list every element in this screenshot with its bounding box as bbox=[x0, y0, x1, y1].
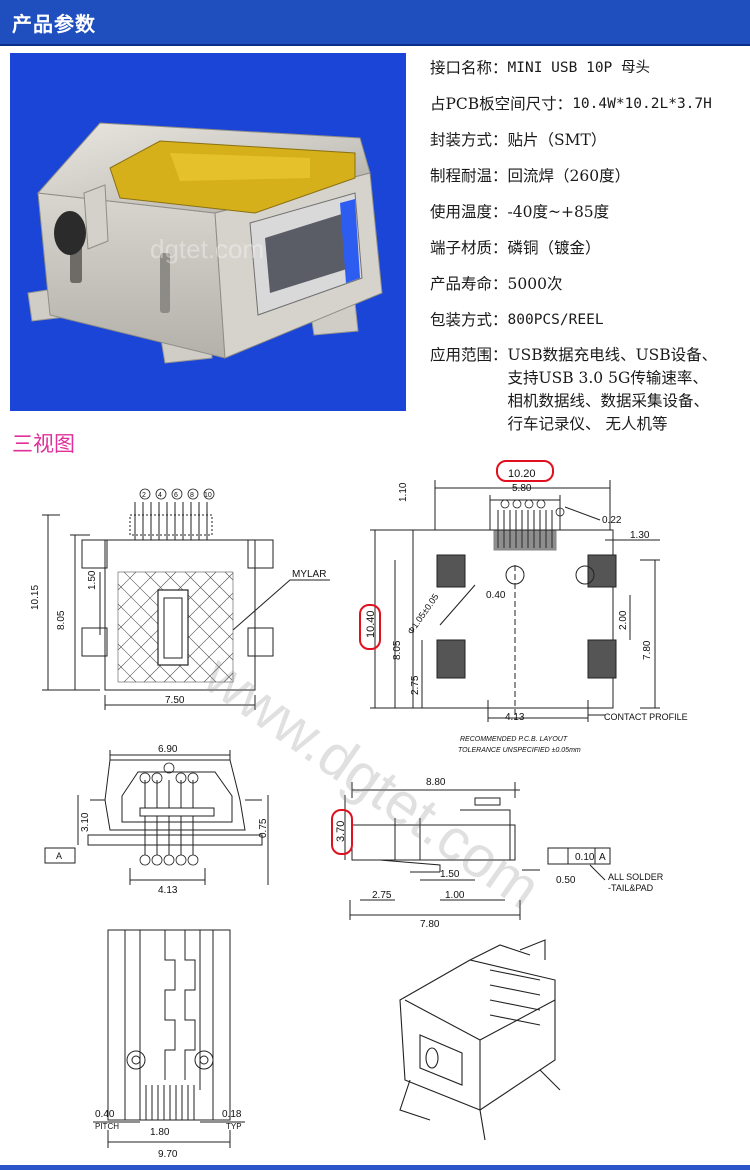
side-note-1: ALL SOLDER bbox=[608, 872, 664, 882]
dim-side-a: 1.50 bbox=[440, 869, 460, 880]
drawing-watermark: www.dgtet.com bbox=[192, 642, 552, 921]
dim-side-c: 1.00 bbox=[445, 890, 465, 901]
dim-side-length: 8.80 bbox=[426, 777, 446, 788]
end-view bbox=[44, 750, 269, 885]
pcb-note-2: TOLERANCE UNSPECIFIED ±0.05mm bbox=[458, 747, 581, 754]
svg-text:2: 2 bbox=[142, 492, 146, 499]
footer-line bbox=[0, 1165, 750, 1170]
highlight-height bbox=[359, 604, 381, 650]
pcb-layout-view bbox=[370, 480, 660, 722]
dim-front-inner: 8.05 bbox=[56, 610, 67, 630]
svg-text:10: 10 bbox=[204, 492, 212, 499]
technical-drawing: 10.15 8.05 1.50 7.50 MYLAR 2 4 6 8 10 10… bbox=[30, 460, 688, 1160]
photo-watermark: dgtet.com bbox=[150, 234, 264, 264]
dim-pcb-side: 1.30 bbox=[630, 530, 650, 541]
highlight-width bbox=[496, 460, 554, 482]
dim-pcb-hole: Φ1.05±0.05 bbox=[405, 592, 440, 636]
side-view bbox=[344, 782, 611, 920]
header-bar: 产品参数 bbox=[0, 0, 750, 46]
flatness-datum: A bbox=[599, 852, 606, 863]
spec-row: 产品寿命： 5000次 bbox=[430, 275, 563, 293]
header-title: 产品参数 bbox=[12, 12, 96, 36]
dim-pcb-center: 4.13 bbox=[505, 712, 525, 723]
dim-front-width: 7.50 bbox=[165, 695, 185, 706]
dim-front-upper: 1.50 bbox=[87, 570, 98, 590]
spec-row: 接口名称： MINI USB 10P 母头 bbox=[430, 59, 651, 77]
dim-side-total: 7.80 bbox=[420, 919, 440, 930]
dim-end-height: 3.10 bbox=[80, 812, 91, 832]
dim-side-gap: 0.50 bbox=[556, 875, 576, 886]
spec-row: 制程耐温： 回流焊（260度） bbox=[430, 167, 631, 185]
product-photo: dgtet.com bbox=[10, 53, 406, 411]
spec-row: 使用温度： -40度~+85度 bbox=[430, 203, 610, 221]
svg-text:6: 6 bbox=[174, 492, 178, 499]
dim-end-width: 6.90 bbox=[158, 744, 178, 755]
dim-bottom-mid: 1.80 bbox=[150, 1127, 170, 1138]
dim-bottom-width: 9.70 bbox=[158, 1149, 178, 1160]
dim-pcb-span: 5.80 bbox=[512, 483, 532, 494]
pcb-note-1: RECOMMENDED P.C.B. LAYOUT bbox=[460, 736, 568, 743]
datum-a: A bbox=[56, 851, 62, 861]
front-view bbox=[42, 502, 330, 710]
label-mylar: MYLAR bbox=[292, 569, 326, 580]
highlight-side-height bbox=[331, 809, 353, 855]
spec-row-application: 应用范围： USB数据充电线、USB设备、 支持USB 3.0 5G传输速率、 … bbox=[430, 346, 718, 433]
dim-pcb-pin: 0.22 bbox=[602, 515, 622, 526]
dim-pitch-label: PITCH bbox=[95, 1122, 119, 1131]
dim-typ-label: TYP bbox=[226, 1122, 242, 1131]
dim-end-side: 0.75 bbox=[258, 818, 269, 838]
dim-typ-value: 0.18 bbox=[222, 1109, 242, 1120]
svg-text:4: 4 bbox=[158, 492, 162, 499]
svg-text:8: 8 bbox=[190, 492, 194, 499]
dim-pcb-total: 10.20 bbox=[508, 468, 536, 480]
connector-illustration: dgtet.com bbox=[27, 122, 383, 364]
dim-pitch-value: 0.40 bbox=[95, 1109, 115, 1120]
isometric-view bbox=[399, 939, 561, 1141]
flatness-value: 0.10 bbox=[575, 852, 595, 863]
spec-row: 端子材质： 磷铜（镀金） bbox=[430, 239, 601, 257]
dim-end-bottom: 4.13 bbox=[158, 885, 178, 896]
dim-pcb-low: 2.75 bbox=[410, 675, 421, 695]
dim-front-height: 10.15 bbox=[30, 585, 41, 610]
dim-pcb-height: 10.40 bbox=[365, 610, 377, 638]
spec-row: 占PCB板空间尺寸： 10.4W*10.2L*3.7H bbox=[430, 95, 712, 113]
spec-row: 包装方式： 800PCS/REEL bbox=[430, 311, 604, 329]
dim-pcb-hole-pitch: 0.40 bbox=[486, 590, 506, 601]
side-note-2: -TAIL&PAD bbox=[608, 883, 654, 893]
label-contact-profile: CONTACT PROFILE bbox=[604, 712, 688, 722]
dim-pcb-right: 7.80 bbox=[642, 640, 653, 660]
spec-row: 封装方式： 贴片（SMT） bbox=[430, 131, 607, 149]
dim-side-b: 2.75 bbox=[372, 890, 392, 901]
dim-side-height: 3.70 bbox=[335, 821, 347, 842]
dim-pcb-inner: 8.05 bbox=[392, 640, 403, 660]
dim-pcb-mid: 2.00 bbox=[618, 610, 629, 630]
bottom-view bbox=[93, 929, 245, 1148]
section-title: 三视图 bbox=[12, 432, 75, 456]
spec-list: 接口名称： MINI USB 10P 母头 占PCB板空间尺寸： 10.4W*1… bbox=[430, 50, 745, 436]
dim-pcb-pad: 1.10 bbox=[398, 482, 409, 502]
